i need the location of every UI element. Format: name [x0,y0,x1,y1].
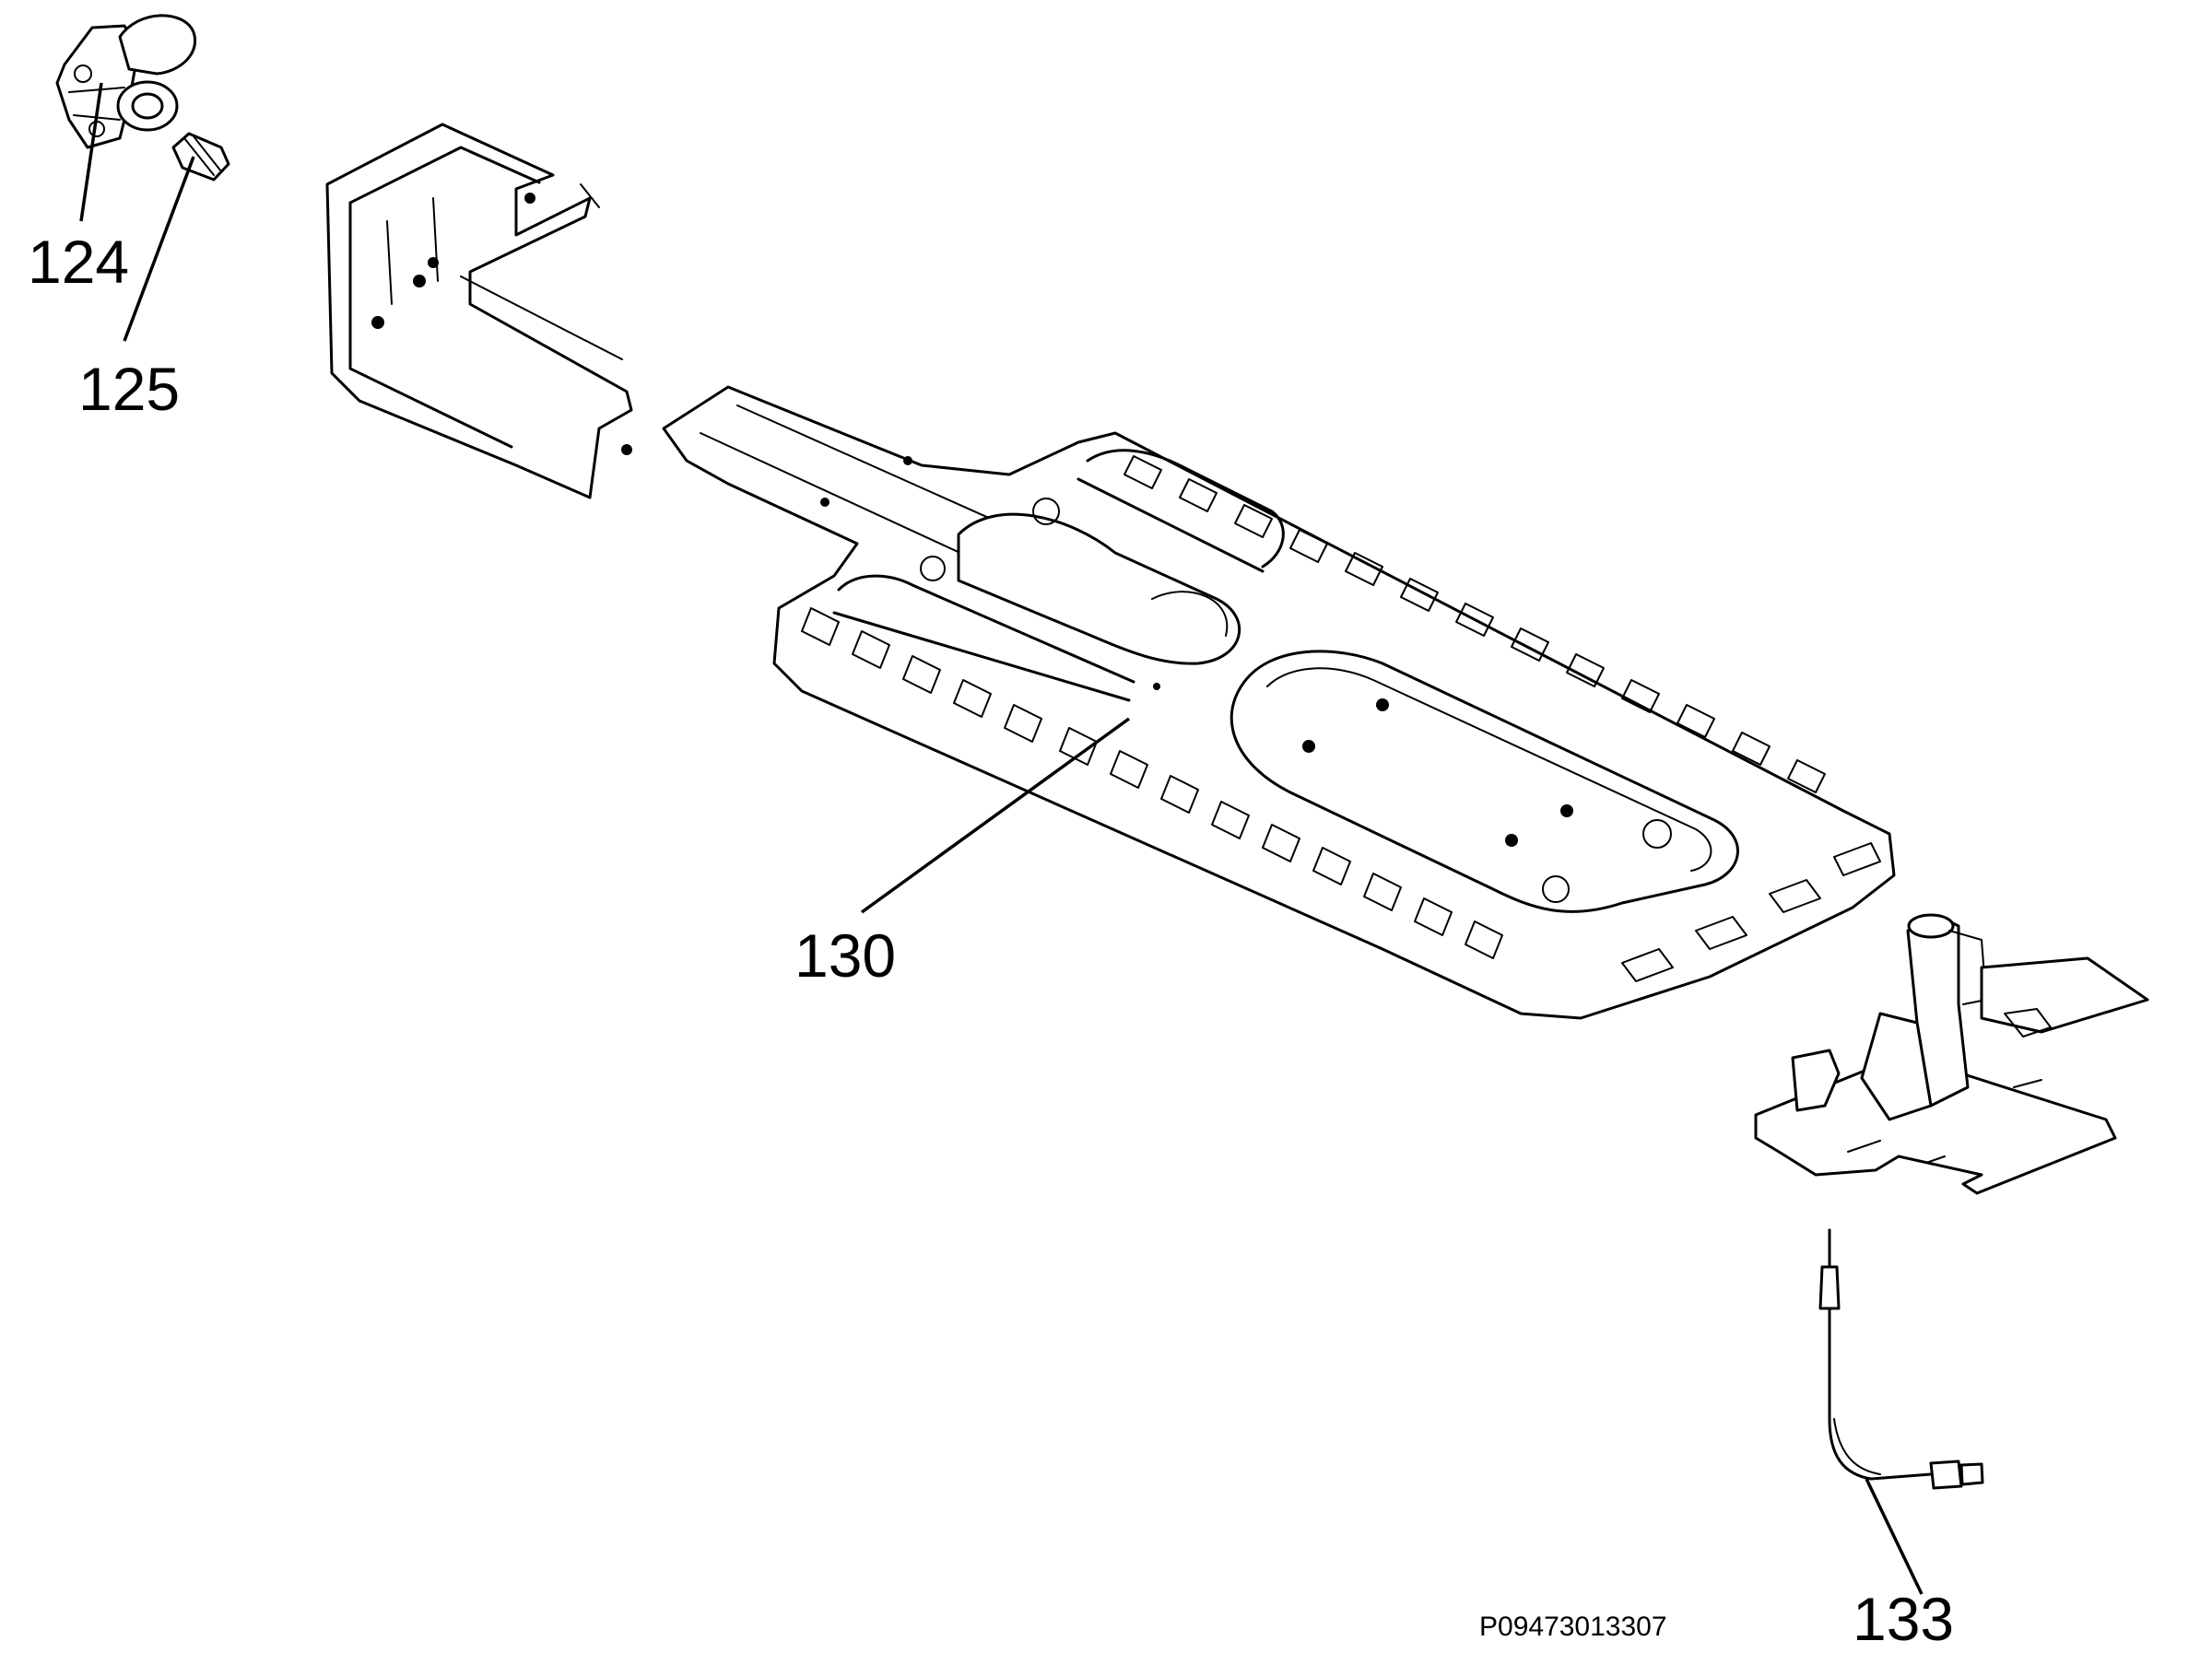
leader-125 [123,156,195,342]
part-label-125: 125 [78,355,180,423]
leader-lines [79,82,1924,1595]
leader-133 [1865,1478,1924,1595]
diagram-reference-code: P09473013307 [1479,1612,1667,1642]
part-130-burner-tray [325,123,1896,1020]
part-125-injector [171,132,230,182]
part-133-thermocouple [1818,1228,1984,1490]
part-label-124: 124 [28,228,129,296]
leader-130 [860,717,1131,914]
part-124-valve-holder [55,14,197,149]
part-label-130: 130 [794,921,896,990]
thermocouple-holder [1754,913,2149,1195]
leader-124 [79,82,103,222]
part-label-133: 133 [1853,1585,1954,1653]
